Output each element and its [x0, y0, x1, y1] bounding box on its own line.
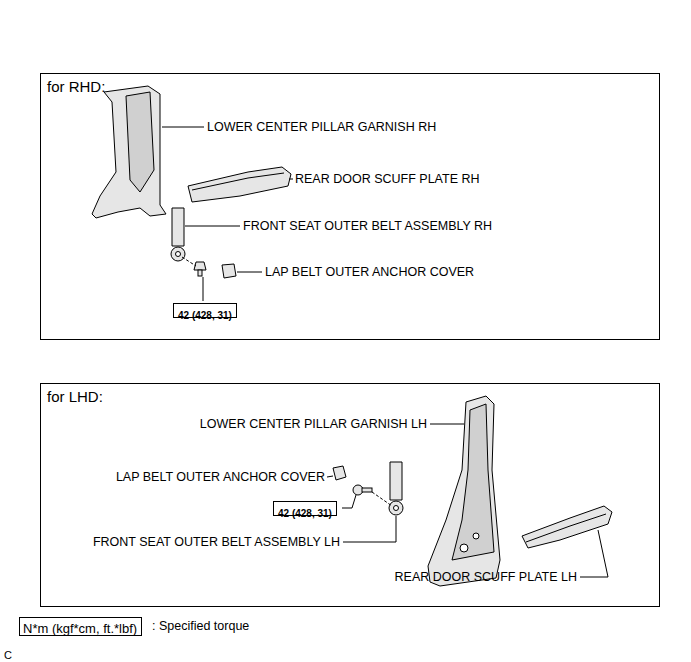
part-name: FRONT SEAT OUTER BELT ASSEMBLY RH: [243, 218, 492, 234]
part-name: LOWER CENTER PILLAR GARNISH LH: [200, 416, 427, 432]
panel-heading: for LHD:: [47, 388, 103, 405]
panel-heading: for RHD:: [47, 78, 105, 95]
part-name: REAR DOOR SCUFF PLATE RH: [295, 171, 480, 187]
part-name: LAP BELT OUTER ANCHOR COVER: [116, 469, 325, 485]
part-name: LOWER CENTER PILLAR GARNISH RH: [207, 119, 436, 135]
part-name: FRONT SEAT OUTER BELT ASSEMBLY LH: [93, 534, 340, 550]
torque-box: 42 (428, 31): [273, 501, 337, 516]
figure-code: C: [4, 647, 12, 662]
torque-value: 42 (428, 31): [178, 310, 232, 321]
torque-value: N*m (kgf*cm, ft.*lbf): [23, 621, 137, 636]
rhd-panel: for RHD: 42 (428, 31): [40, 73, 660, 340]
torque-unit-box: N*m (kgf*cm, ft.*lbf): [19, 617, 142, 636]
legend-note: : Specified torque: [152, 618, 249, 634]
torque-box: 42 (428, 31): [173, 303, 237, 318]
part-name: REAR DOOR SCUFF PLATE LH: [395, 569, 577, 585]
torque-value: 42 (428, 31): [278, 508, 332, 519]
part-name: LAP BELT OUTER ANCHOR COVER: [265, 264, 474, 280]
